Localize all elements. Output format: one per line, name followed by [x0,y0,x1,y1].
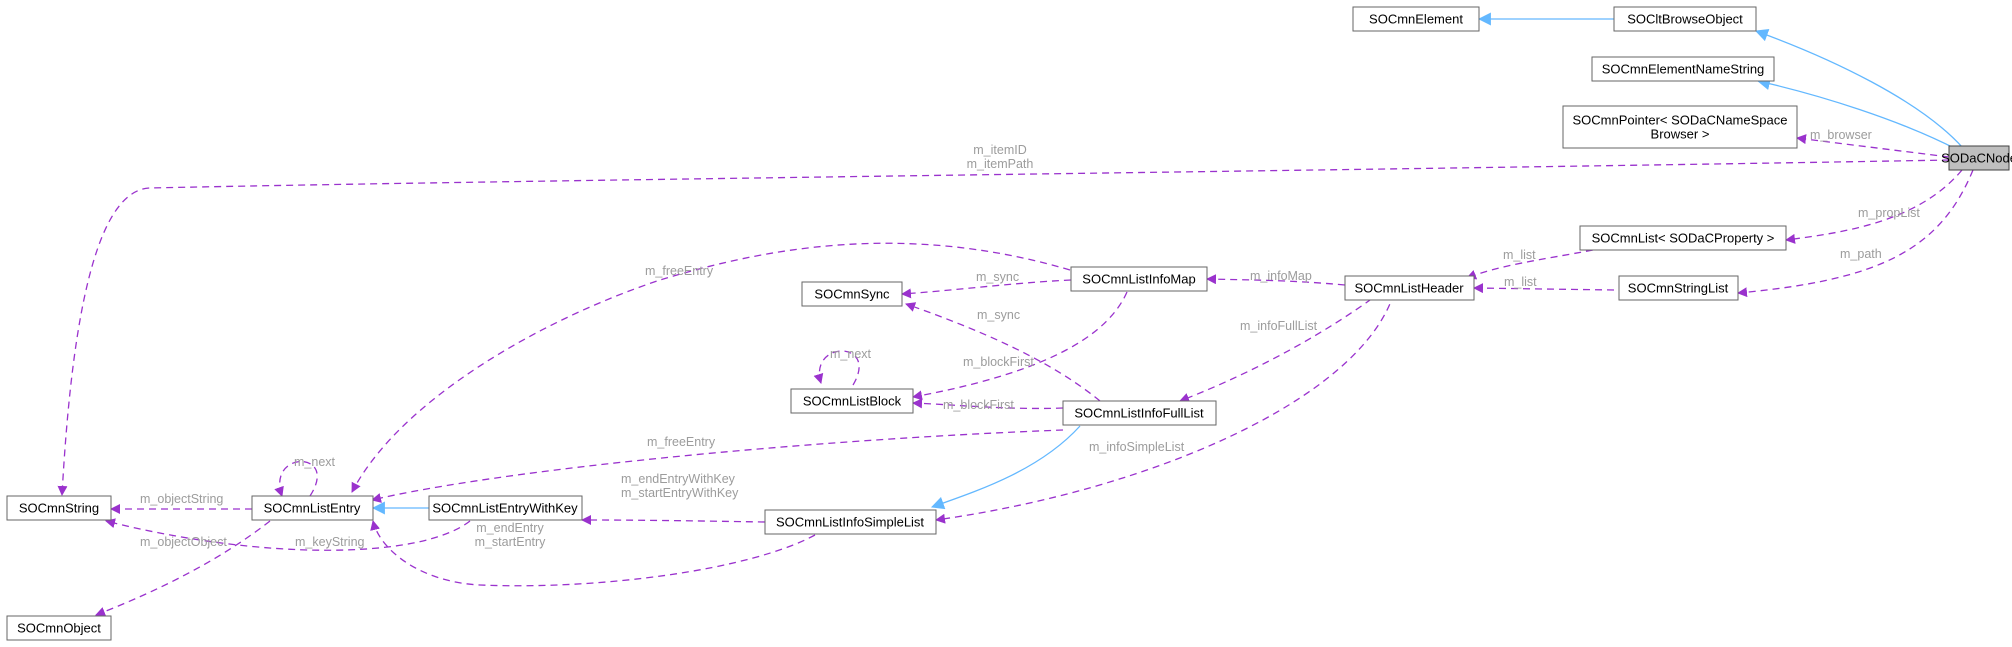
edge-m-infofulllist [1179,291,1382,403]
label-m-blockfirst-map: m_blockFirst [963,355,1034,369]
edge-m-freeentry-full [371,429,1064,503]
edge-m-next-block [813,350,860,386]
svg-text:SODaCNode: SODaCNode [1941,151,2012,166]
edge-m-infosimplelist [935,292,1395,524]
edge-m-itemid [57,159,1950,496]
svg-text:SOCmnList< SODaCProperty >: SOCmnList< SODaCProperty > [1592,231,1775,246]
label-m-path: m_path [1840,247,1882,261]
svg-text:SOCmnStringList: SOCmnStringList [1628,281,1729,296]
edge-m-endentrywithkey [581,515,766,526]
edge-inherit-node-browseobject [1754,28,1964,149]
node-socmnlistinfosimplelist[interactable]: SOCmnListInfoSimpleList [764,509,937,535]
edge-m-sync-full [905,302,1101,402]
label-m-sync-map: m_sync [976,270,1019,284]
edge-m-endentry [370,520,816,587]
label-m-freeentry-full: m_freeEntry [647,435,716,449]
svg-text:SOCmnListHeader: SOCmnListHeader [1354,281,1464,296]
label-m-sync-full: m_sync [977,308,1020,322]
label-m-infosimplelist: m_infoSimpleList [1089,440,1185,454]
label-m-next-entry: m_next [294,455,336,469]
node-socmnobject[interactable]: SOCmnObject [6,615,112,641]
label-m-infomap: m_infoMap [1250,269,1312,283]
svg-text:SOCmnListInfoMap: SOCmnListInfoMap [1082,272,1195,287]
edge-inherit-simplelist-fulllist [930,425,1081,510]
edge-m-list-strlist [1473,283,1615,294]
node-socltbrowseobject[interactable]: SOCltBrowseObject [1613,6,1757,32]
label-m-objectobject: m_objectObject [140,535,227,549]
node-socmnlistinfofulllist[interactable]: SOCmnListInfoFullList [1062,400,1217,426]
edge-m-browser [1796,134,1950,158]
edge-m-objectobject [95,520,271,617]
node-socmnlistentrywithkey[interactable]: SOCmnListEntryWithKey [428,495,583,521]
node-socmnstring[interactable]: SOCmnString [6,495,112,521]
node-socmnlistentry[interactable]: SOCmnListEntry [251,495,374,521]
edge-m-blockfirst-full [912,398,1064,410]
node-socmnelementnamestring[interactable]: SOCmnElementNameString [1591,56,1775,82]
svg-text:SOCmnElementNameString: SOCmnElementNameString [1602,62,1765,77]
node-socmnlistinfomap[interactable]: SOCmnListInfoMap [1070,266,1208,292]
edge-m-keystring [105,518,471,551]
node-socmnsync[interactable]: SOCmnSync [801,281,903,307]
edge-inherit-node-elementnamestring [1756,77,1959,151]
label-m-keystring: m_keyString [295,535,365,549]
svg-text:SOCmnListBlock: SOCmnListBlock [803,394,902,409]
node-socmnstringlist[interactable]: SOCmnStringList [1618,275,1739,301]
svg-text:SOCmnElement: SOCmnElement [1369,12,1463,27]
label-m-freeentry-map: m_freeEntry [645,264,714,278]
svg-text:SOCmnString: SOCmnString [19,501,99,516]
label-m-proplist: m_propList [1858,206,1920,220]
node-socmnlistheader[interactable]: SOCmnListHeader [1344,275,1475,301]
svg-text:SOCmnListInfoSimpleList: SOCmnListInfoSimpleList [776,515,924,530]
label-m-blockfirst-full: m_blockFirst [943,398,1014,412]
svg-text:SOCmnObject: SOCmnObject [17,621,101,636]
node-socmnelement[interactable]: SOCmnElement [1352,6,1480,32]
edge-m-freeentry-map [351,242,1071,493]
svg-text:SOCmnListInfoFullList: SOCmnListInfoFullList [1074,406,1204,421]
node-socmnlistblock[interactable]: SOCmnListBlock [790,388,914,414]
svg-text:SOCmnListEntryWithKey: SOCmnListEntryWithKey [432,501,578,516]
svg-text:SOCltBrowseObject: SOCltBrowseObject [1627,12,1743,27]
edge-m-blockfirst-map [912,291,1128,401]
label-m-list-prop: m_list [1503,248,1536,262]
label-m-next-block: m_next [830,347,872,361]
edge-m-proplist [1785,169,1963,244]
label-m-objectstring: m_objectString [140,492,223,506]
label-m-browser: m_browser [1810,128,1872,142]
edge-m-list-prop [1466,249,1594,280]
label-m-list-strlist: m_list [1504,275,1537,289]
edge-m-next-entry [274,460,318,497]
edge-m-sync-map [901,279,1072,299]
node-sodacnode[interactable]: SODaCNode [1941,145,2012,171]
label-m-infofulllist: m_infoFullList [1240,319,1318,333]
node-socmnlistprop[interactable]: SOCmnList< SODaCProperty > [1579,225,1787,251]
svg-text:SOCmnListEntry: SOCmnListEntry [264,501,361,516]
edge-m-path [1737,169,1974,298]
edge-m-infomap [1206,274,1346,286]
svg-text:SOCmnSync: SOCmnSync [814,287,890,302]
